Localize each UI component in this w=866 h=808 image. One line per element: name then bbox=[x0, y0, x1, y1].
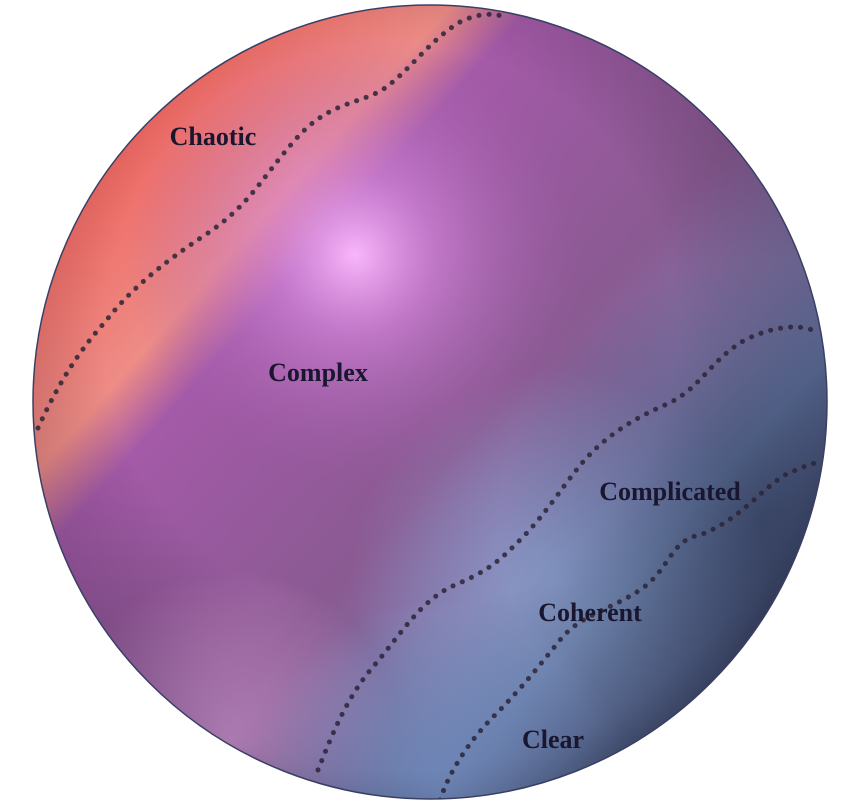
label-chaotic: Chaotic bbox=[170, 122, 257, 151]
sphere-outline bbox=[32, 4, 828, 800]
label-coherent: Coherent bbox=[538, 598, 642, 627]
boundary-chaotic-complex bbox=[35, 11, 505, 431]
boundary-complex-complicated bbox=[315, 324, 815, 773]
label-complex: Complex bbox=[268, 358, 368, 387]
boundary-complicated-clear bbox=[437, 459, 823, 799]
label-complicated: Complicated bbox=[599, 477, 741, 506]
label-clear: Clear bbox=[522, 725, 584, 754]
